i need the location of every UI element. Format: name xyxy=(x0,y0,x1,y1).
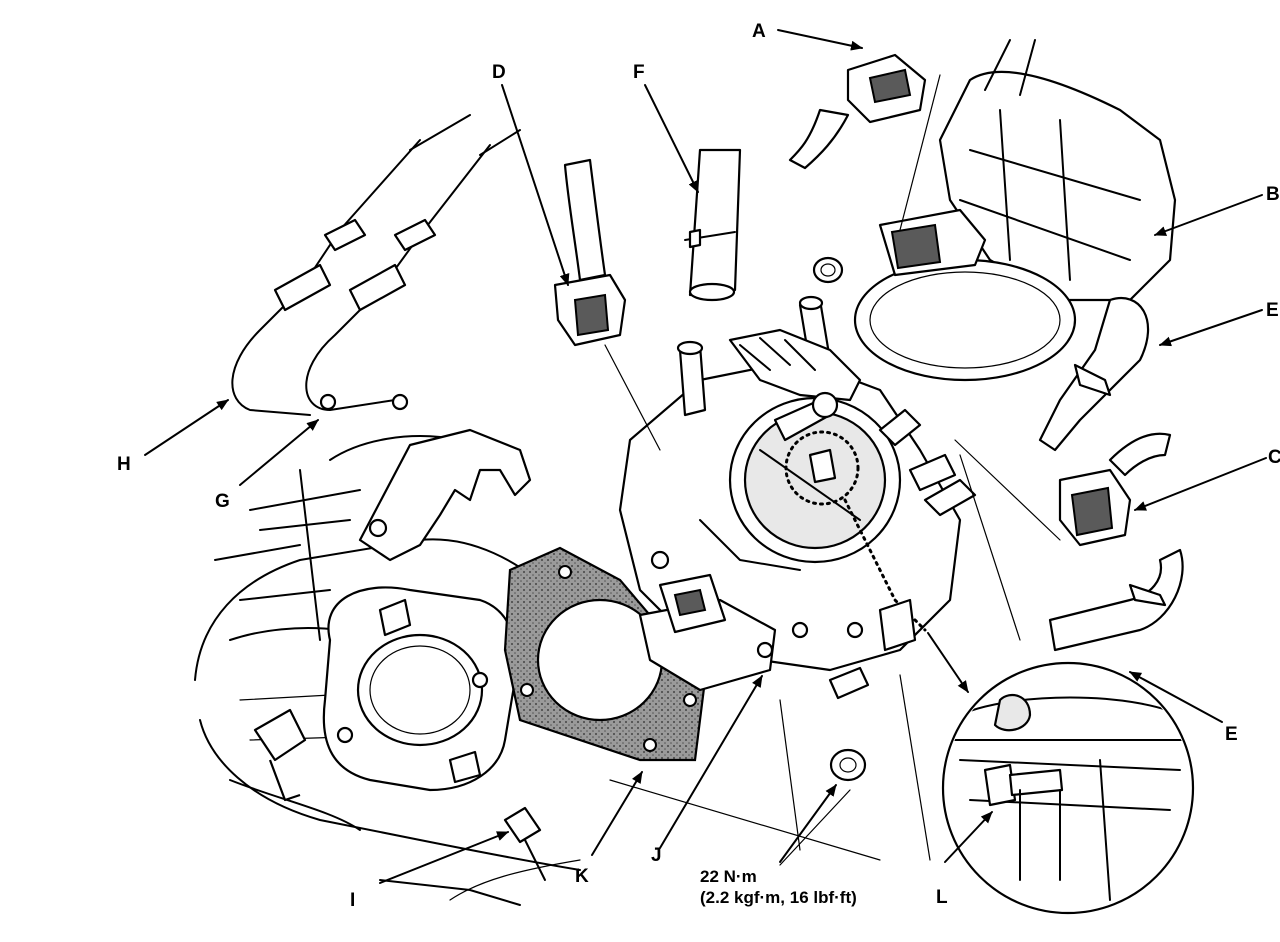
arrow-A xyxy=(777,29,863,51)
manifold-flange xyxy=(322,586,518,792)
detail-inset-L xyxy=(941,661,1195,915)
o2-sensor-wires xyxy=(231,114,521,416)
throttle-position-sensor xyxy=(638,573,777,692)
arrow-D xyxy=(501,84,570,286)
manifold-bracket xyxy=(358,428,532,562)
arrow-E-lower xyxy=(1129,671,1223,723)
arrow-I xyxy=(379,831,509,884)
arrow-detail xyxy=(927,632,969,693)
callout-C: C xyxy=(1268,447,1280,468)
hose-E-lower xyxy=(1048,548,1184,652)
arrow-J xyxy=(659,675,763,849)
arrow-torque xyxy=(779,784,837,863)
callout-F: F xyxy=(633,62,645,83)
callout-E-upper: E xyxy=(1266,300,1279,321)
hose-F xyxy=(684,148,742,302)
connector-C xyxy=(1058,432,1172,547)
manifold-sensor xyxy=(253,708,307,802)
throttle-body-gasket xyxy=(503,546,707,762)
connector-A xyxy=(788,53,927,170)
callout-B: B xyxy=(1266,184,1280,205)
connector-D xyxy=(553,158,627,347)
callout-I: I xyxy=(350,890,355,911)
arrow-G xyxy=(239,419,319,486)
hose-clamp-I xyxy=(503,806,546,881)
arrow-H xyxy=(144,399,229,456)
detail-reference xyxy=(784,430,927,632)
grommet-upper xyxy=(812,256,844,284)
callout-J: J xyxy=(651,845,662,866)
arrow-B xyxy=(1154,194,1263,236)
arrow-L xyxy=(944,811,993,863)
callout-E-lower: E xyxy=(1225,724,1238,745)
callout-arrows xyxy=(144,29,1267,884)
torque-spec-value: 22 N·m xyxy=(700,867,757,886)
callout-L: L xyxy=(936,887,948,908)
arrow-C xyxy=(1134,457,1267,511)
arrow-F xyxy=(644,84,699,193)
callout-D: D xyxy=(492,62,506,83)
callout-G: G xyxy=(215,491,230,512)
hose-E-upper xyxy=(1038,297,1150,452)
callout-A: A xyxy=(752,21,766,42)
arrow-E-upper xyxy=(1159,309,1263,347)
arrow-K xyxy=(591,771,643,856)
torque-spec-units: (2.2 kgf·m, 16 lbf·ft) xyxy=(700,888,857,907)
reference-lines xyxy=(604,74,1061,866)
air-intake-duct xyxy=(853,39,1177,382)
throttle-cable-bracket xyxy=(828,598,917,700)
callout-H: H xyxy=(117,454,131,475)
throttle-body-nut xyxy=(829,748,867,782)
callout-K: K xyxy=(575,866,589,887)
